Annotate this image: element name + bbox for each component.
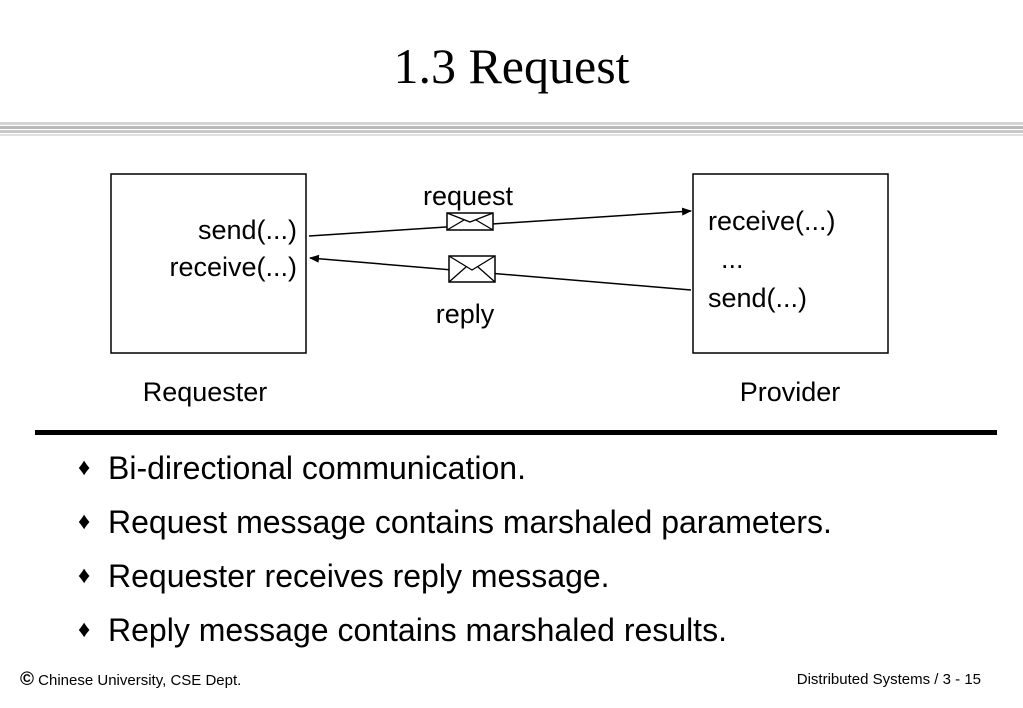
bullet-text: Bi-directional communication. — [108, 450, 526, 486]
provider-send-text: send(...) — [708, 283, 807, 313]
requester-label: Requester — [143, 377, 268, 407]
footer-organization: Chinese University, CSE Dept. — [38, 672, 242, 689]
slide-title: 1.3 Request — [393, 38, 630, 94]
diamond-bullet-icon: ♦ — [78, 562, 91, 589]
request-label: request — [423, 181, 514, 211]
diamond-bullet-icon: ♦ — [78, 616, 91, 643]
footer-page-info: Distributed Systems / 3 - 15 — [796, 671, 981, 688]
copyright-icon: © — [20, 669, 34, 690]
provider-ellipsis-text: ... — [721, 244, 744, 274]
reply-arrow — [309, 254, 692, 291]
reply-label: reply — [436, 299, 495, 329]
bullet-list: ♦ Bi-directional communication. ♦ Request … — [78, 445, 832, 661]
bullet-text: Reply message contains marshaled results… — [108, 612, 727, 648]
bullet-item: ♦ Request message contains marshaled para… — [78, 499, 832, 553]
bullet-text: Request message contains marshaled param… — [108, 504, 832, 540]
provider-label: Provider — [740, 377, 841, 407]
diamond-bullet-icon: ♦ — [78, 454, 91, 481]
requester-receive-text: receive(...) — [169, 252, 297, 282]
title-rule — [0, 122, 1023, 138]
request-envelope-icon — [446, 212, 494, 231]
bullet-item: ♦ Reply message contains marshaled result… — [78, 607, 832, 661]
provider-receive-text: receive(...) — [708, 206, 836, 236]
bullet-item: ♦ Requester receives reply message. — [78, 553, 832, 607]
section-divider — [35, 430, 997, 435]
request-arrow — [308, 207, 692, 237]
requester-box — [110, 173, 307, 354]
bullet-text: Requester receives reply message. — [108, 558, 610, 594]
footer-copyright: © Chinese University, CSE Dept. — [20, 670, 241, 691]
diamond-bullet-icon: ♦ — [78, 508, 91, 535]
reply-envelope-icon — [448, 255, 496, 283]
bullet-item: ♦ Bi-directional communication. — [78, 445, 832, 499]
requester-send-text: send(...) — [198, 215, 297, 245]
provider-box — [692, 173, 889, 354]
